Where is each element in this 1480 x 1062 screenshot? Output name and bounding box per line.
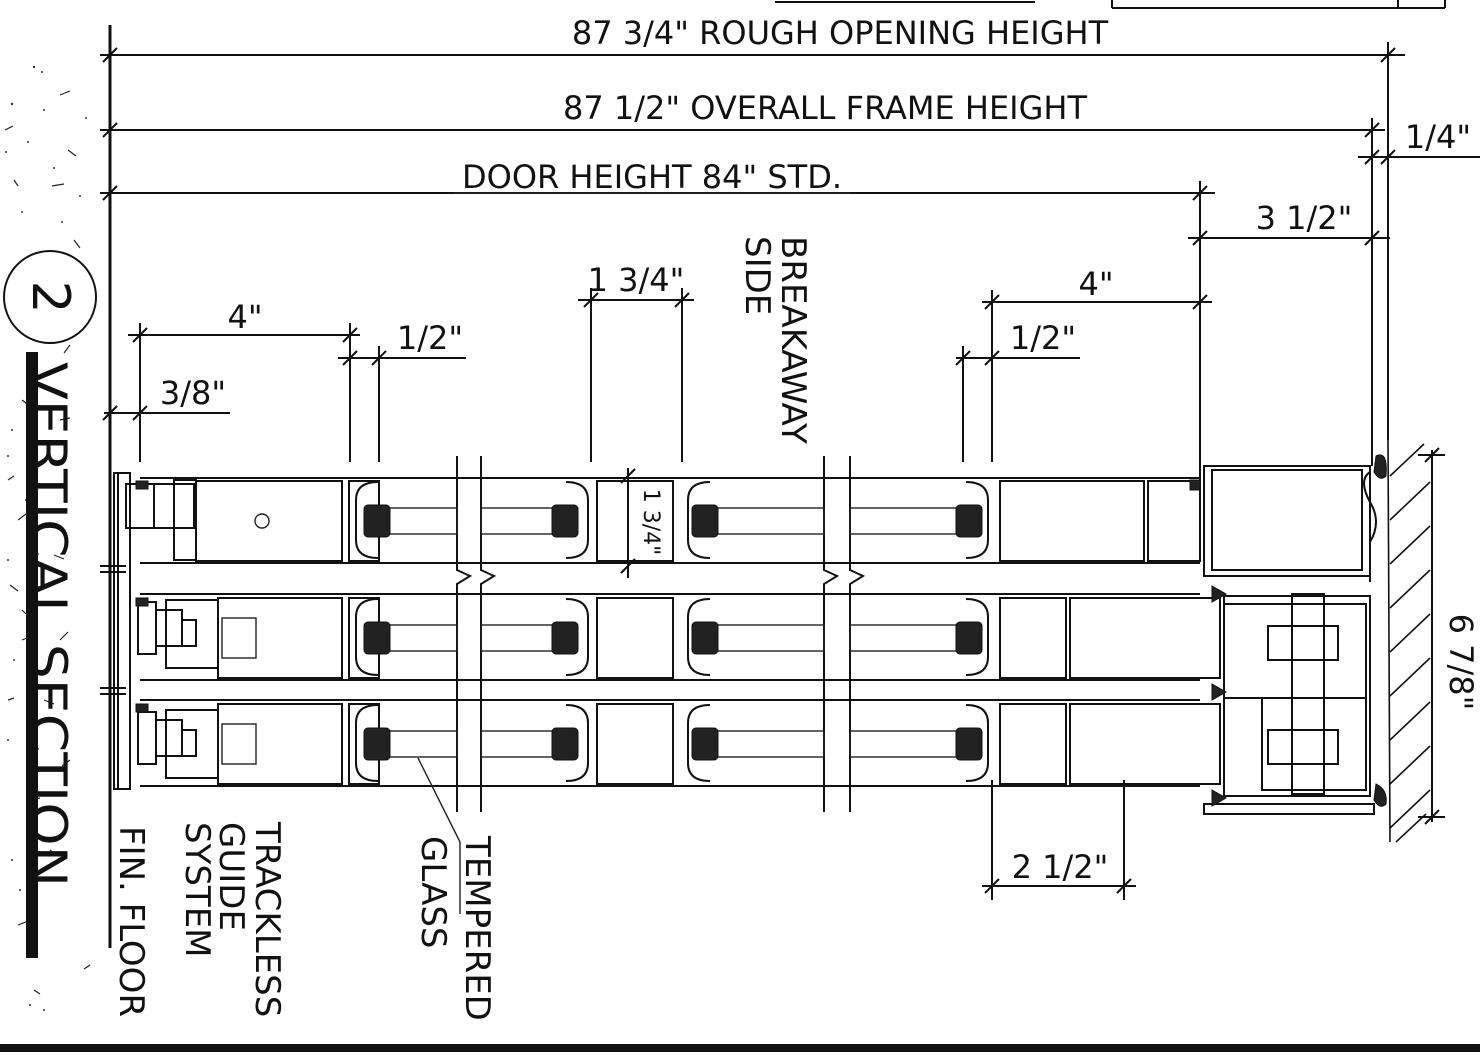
door-panel-2 xyxy=(140,593,1221,681)
top-rail-label: 4" xyxy=(1078,265,1113,303)
head-wall-hatch xyxy=(1387,439,1431,843)
mid-rail-inner-label: 1 3/4" xyxy=(638,489,663,556)
track-depth-label: 6 7/8" xyxy=(1442,614,1480,711)
guide-line1: TRACKLESS xyxy=(247,821,287,1017)
dim-mid-rail: 1 3/4" xyxy=(578,261,694,462)
sheet-bottom-border xyxy=(0,1044,1480,1052)
guide-line2: GUIDE xyxy=(211,822,251,931)
guide-line3: SYSTEM xyxy=(177,822,217,958)
bottom-half-label: 1/2" xyxy=(397,319,463,357)
section-title-text: VERTICAL SECTION xyxy=(19,362,77,887)
section-title: 2 VERTICAL SECTION xyxy=(3,250,97,958)
overall-frame-label: 87 1/2" OVERALL FRAME HEIGHT xyxy=(563,89,1087,127)
head-track-assembly xyxy=(1189,454,1387,815)
dim-top-rail: 4" xyxy=(982,265,1212,462)
trackless-guide-hardware xyxy=(100,472,219,790)
breakaway-line1: BREAKAWAY xyxy=(773,236,813,444)
door-height-label: DOOR HEIGHT 84" STD. xyxy=(462,158,842,196)
tempered-glass-line2: GLASS xyxy=(413,836,453,949)
door-panels xyxy=(140,477,1221,787)
dim-door-height: DOOR HEIGHT 84" STD. xyxy=(100,158,1215,480)
breakaway-side-note: BREAKAWAY SIDE xyxy=(737,236,813,444)
bottom-rail-label: 4" xyxy=(227,298,262,336)
dim-track-depth: 6 7/8" xyxy=(1418,447,1480,825)
breakaway-line2: SIDE xyxy=(737,236,777,315)
dim-rough-opening: 87 3/4" ROUGH OPENING HEIGHT xyxy=(100,14,1405,440)
dim-bottom-rail: 4" xyxy=(128,298,360,462)
bottom-gap-label: 3/8" xyxy=(160,374,226,412)
glazing-stops xyxy=(355,481,989,782)
dim-quarter-inch: 1/4" xyxy=(1358,118,1480,165)
top-half-label: 1/2" xyxy=(1010,319,1076,357)
mid-rail-label: 1 3/4" xyxy=(588,261,685,299)
dim-bottom-half: 1/2" xyxy=(338,319,466,462)
title-underline-bar xyxy=(26,352,38,958)
rough-opening-label: 87 3/4" ROUGH OPENING HEIGHT xyxy=(572,14,1109,52)
door-panel-1 xyxy=(140,477,1201,564)
finished-floor-label: FIN. FLOOR xyxy=(111,826,151,1017)
dim-overall-frame: 87 1/2" OVERALL FRAME HEIGHT xyxy=(100,89,1385,466)
title-block-fragment xyxy=(775,0,1446,9)
lower-width-label: 2 1/2" xyxy=(1012,848,1109,886)
quarter-inch-label: 1/4" xyxy=(1405,118,1471,156)
door-panel-3 xyxy=(140,699,1221,787)
dim-lower-width: 2 1/2" xyxy=(982,780,1136,900)
dim-head-depth: 3 1/2" xyxy=(1188,199,1390,246)
tempered-glass-note: TEMPERED GLASS xyxy=(413,757,497,1021)
dim-top-half: 1/2" xyxy=(955,319,1080,462)
dim-mid-rail-inner: 1 3/4" xyxy=(620,468,663,578)
concrete-dots xyxy=(5,65,87,1011)
section-number-bubble xyxy=(3,250,97,344)
section-number: 2 xyxy=(20,280,80,313)
glazing-gaskets xyxy=(363,504,983,761)
dim-bottom-gap: 3/8" xyxy=(102,374,230,421)
trackless-guide-note: TRACKLESS GUIDE SYSTEM xyxy=(177,821,287,1017)
head-depth-label: 3 1/2" xyxy=(1256,199,1353,237)
tempered-glass-line1: TEMPERED xyxy=(457,835,497,1021)
